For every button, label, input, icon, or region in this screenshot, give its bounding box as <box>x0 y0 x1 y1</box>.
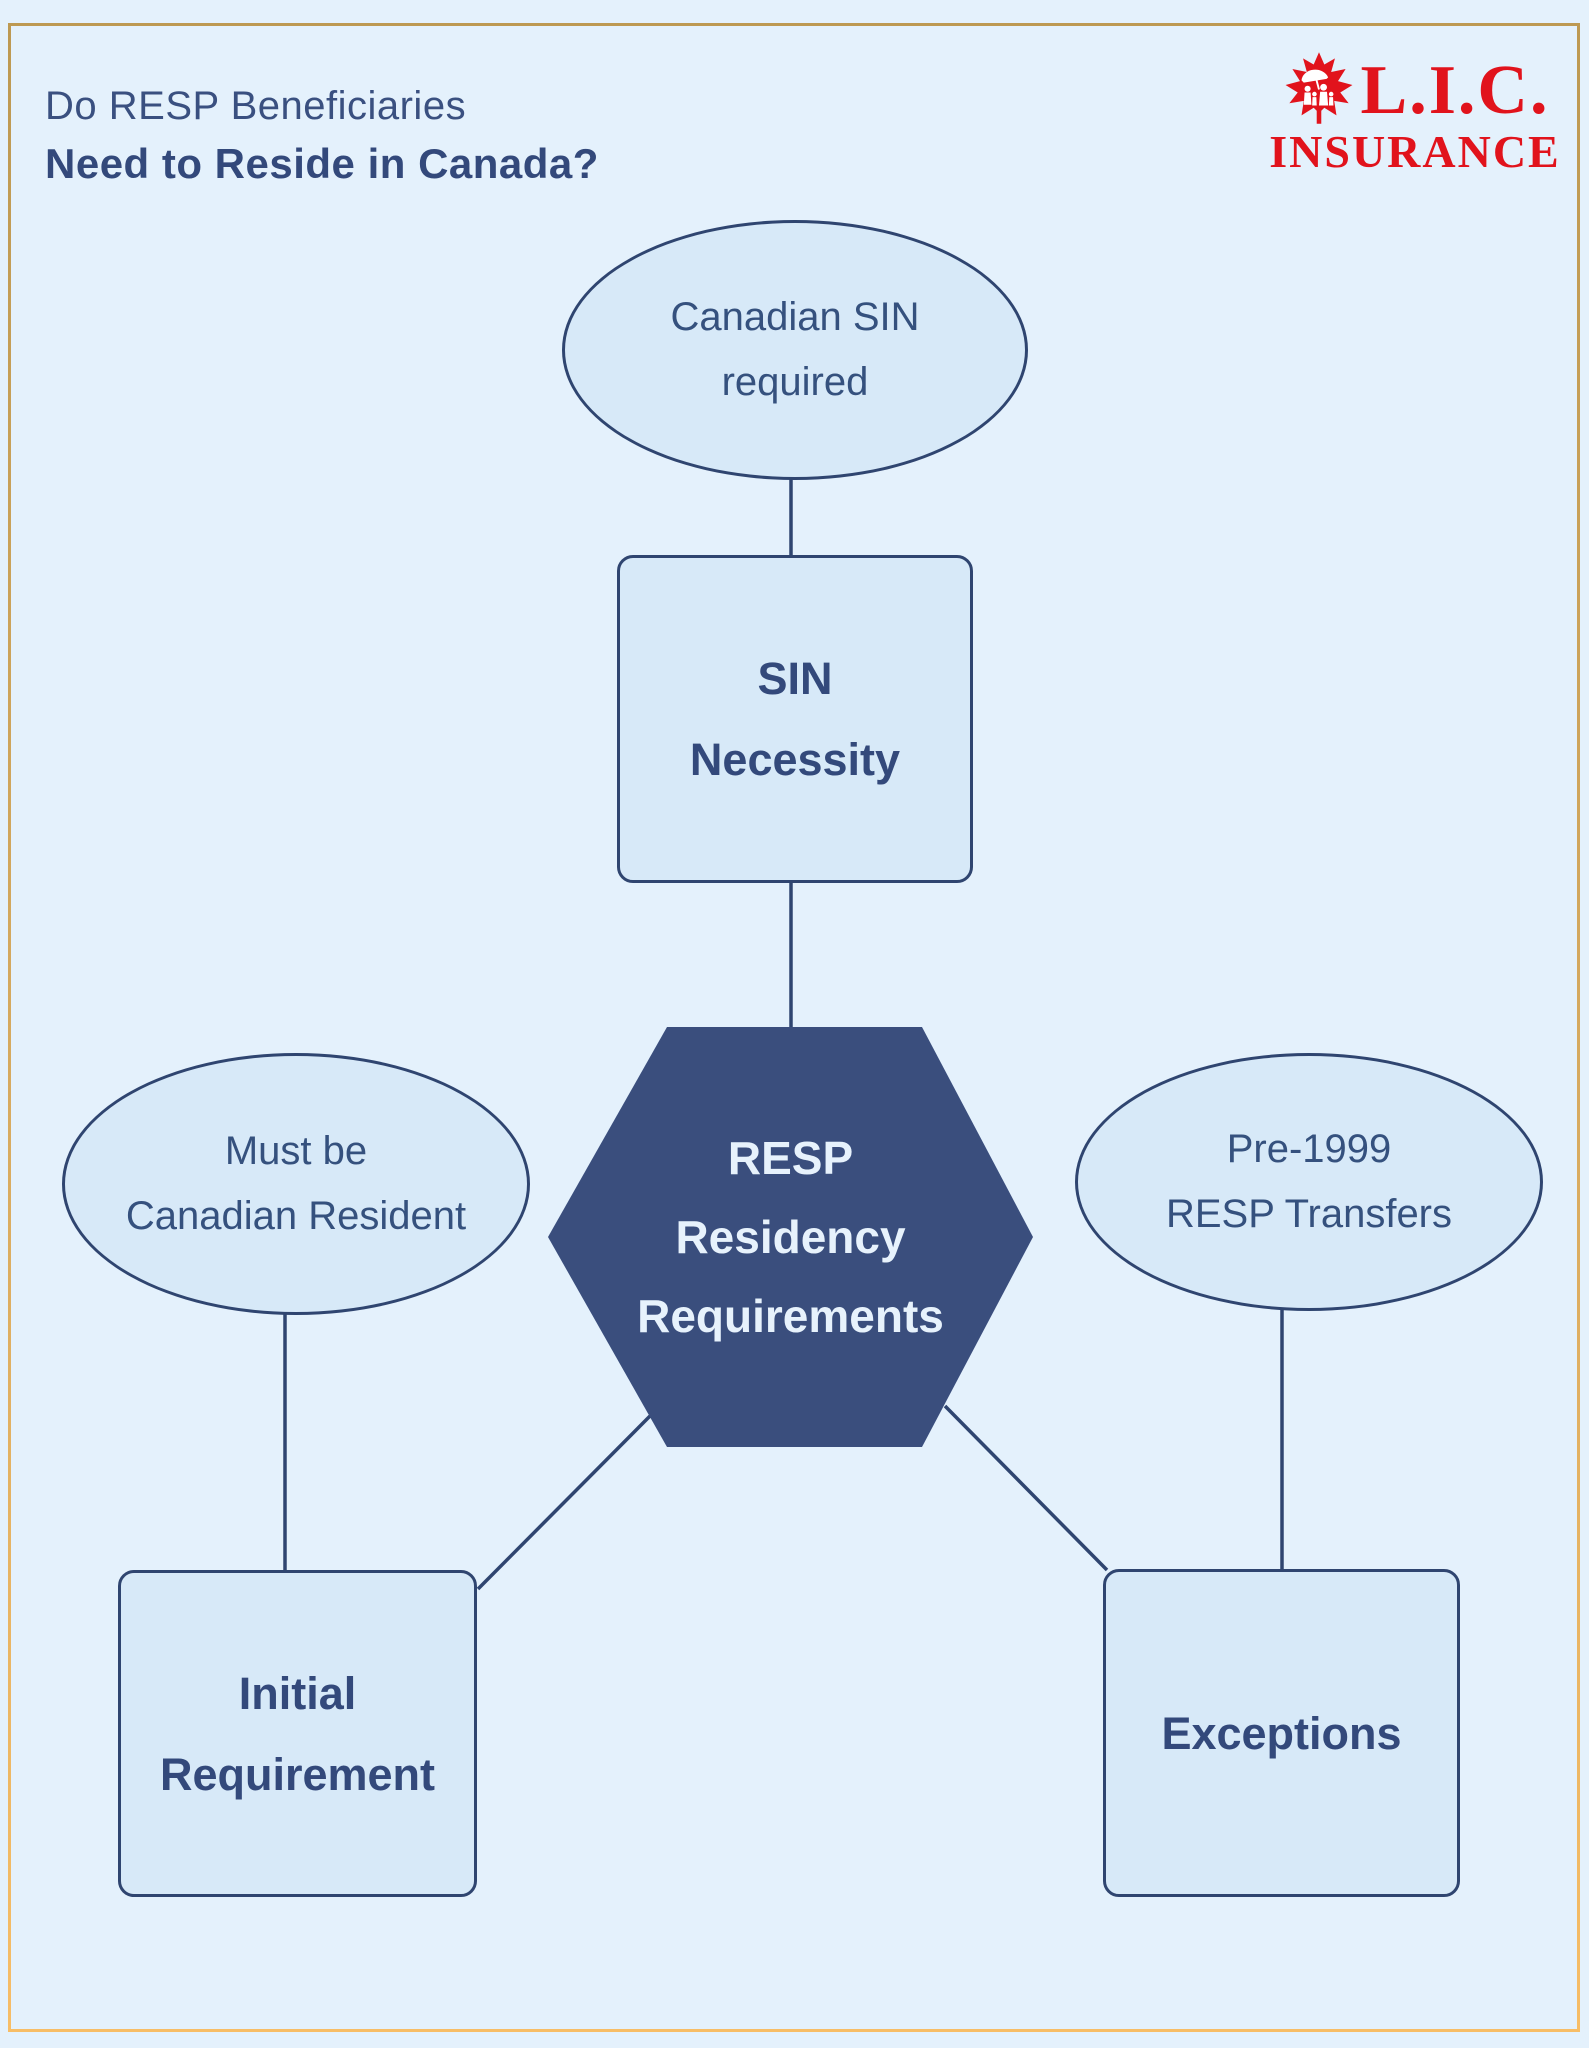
node-must-be-canadian-resident-line-1: Must be <box>224 1129 368 1173</box>
page-title-line-1: Do RESP Beneficiaries <box>45 84 467 128</box>
node-exceptions: Exceptions <box>1103 1569 1460 1897</box>
node-canadian-sin-required: Canadian SIN required <box>562 220 1028 480</box>
center-node-line-1: RESP <box>727 1131 854 1184</box>
center-node-line-2: Residency <box>675 1210 906 1263</box>
node-pre-1999-resp-transfers-line-2: RESP Transfers <box>1165 1192 1453 1236</box>
node-initial-requirement-line-1: Initial <box>238 1667 357 1719</box>
page-title: Do RESP Beneficiaries Need to Reside in … <box>45 78 599 192</box>
node-exceptions-line-1: Exceptions <box>1161 1707 1402 1759</box>
node-must-be-canadian-resident: Must be Canadian Resident <box>62 1053 530 1315</box>
center-node-line-3: Requirements <box>637 1289 944 1342</box>
node-pre-1999-resp-transfers-line-1: Pre-1999 <box>1226 1127 1392 1171</box>
logo-word: INSURANCE <box>1269 126 1561 177</box>
logo-row: L.I.C. <box>1281 50 1550 131</box>
node-initial-requirement: Initial Requirement <box>118 1570 477 1897</box>
logo-acronym: L.I.C. <box>1360 51 1550 129</box>
company-logo: L.I.C. INSURANCE <box>1265 50 1565 175</box>
node-canadian-sin-required-line-1: Canadian SIN <box>670 295 920 339</box>
node-sin-necessity-line-1: SIN <box>757 653 833 704</box>
maple-leaf-icon <box>1281 50 1357 131</box>
node-resp-residency-requirements: RESP Residency Requirements <box>548 1027 1033 1447</box>
node-initial-requirement-line-2: Requirement <box>159 1748 436 1800</box>
node-pre-1999-resp-transfers: Pre-1999 RESP Transfers <box>1075 1053 1543 1311</box>
node-sin-necessity: SIN Necessity <box>617 555 973 883</box>
node-sin-necessity-line-2: Necessity <box>689 734 901 785</box>
node-canadian-sin-required-line-2: required <box>721 360 869 404</box>
page-title-line-2: Need to Reside in Canada? <box>45 140 599 187</box>
node-must-be-canadian-resident-line-2: Canadian Resident <box>125 1194 467 1238</box>
